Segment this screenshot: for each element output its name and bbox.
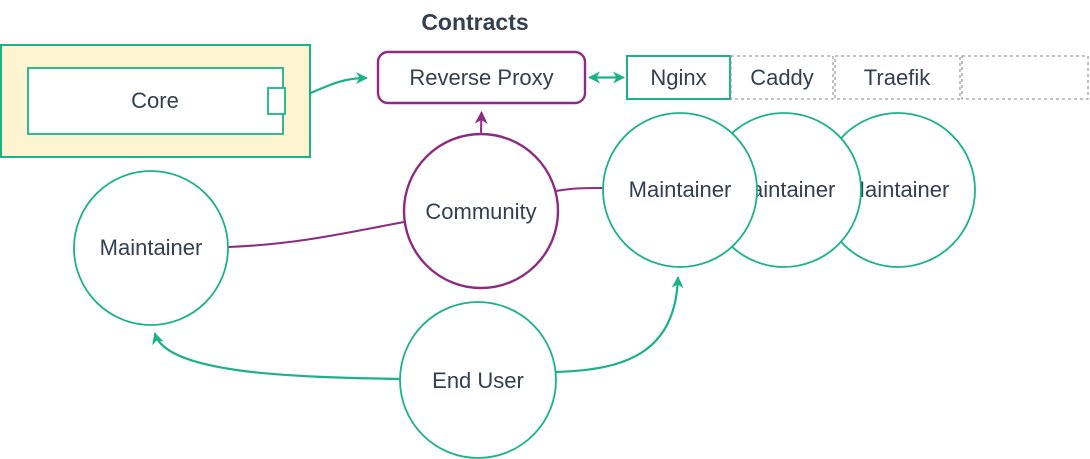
community-label: Community bbox=[425, 199, 536, 224]
maintainer-left-label: Maintainer bbox=[100, 235, 203, 260]
core-label: Core bbox=[131, 88, 179, 113]
community-group: Community bbox=[402, 132, 560, 290]
edge-community-maintainer-right bbox=[555, 187, 603, 192]
proxy-label-caddy: Caddy bbox=[750, 65, 814, 90]
proxy-label-nginx: Nginx bbox=[650, 65, 706, 90]
proxy-cell-traefik bbox=[834, 55, 961, 100]
maintainer-right-3-label: Maintainer bbox=[847, 177, 950, 202]
reverse-proxy-node bbox=[376, 50, 587, 105]
maintainer-right-1-label: Maintainer bbox=[629, 177, 732, 202]
proxy-cell-empty bbox=[961, 55, 1089, 100]
maintainer-left-node bbox=[73, 170, 229, 326]
core-node bbox=[27, 67, 284, 135]
end-user-node bbox=[399, 301, 557, 459]
proxy-cell-nginx bbox=[626, 55, 731, 100]
core-group: Core bbox=[0, 44, 311, 158]
edge-enduser-to-maintainer-right bbox=[554, 276, 684, 374]
maintainers-right-group: Maintainer Maintainer Maintainer bbox=[602, 112, 976, 268]
proxy-label-traefik: Traefik bbox=[864, 65, 931, 90]
maintainer-right-1-node bbox=[602, 112, 758, 268]
reverse-proxy-group: Reverse Proxy bbox=[376, 50, 587, 105]
proxy-cell-caddy bbox=[730, 55, 834, 100]
maintainer-left-group: Maintainer bbox=[73, 170, 229, 326]
core-port bbox=[267, 87, 286, 115]
reverse-proxy-label: Reverse Proxy bbox=[409, 65, 553, 90]
diagram-title: Contracts bbox=[421, 9, 528, 35]
edge-community-to-reverse-proxy bbox=[474, 110, 488, 133]
edge-community-maintainer-left bbox=[228, 221, 405, 248]
end-user-group: End User bbox=[399, 301, 557, 459]
edge-enduser-to-maintainer-left bbox=[152, 332, 402, 381]
proxy-options-row: Nginx Caddy Traefik bbox=[626, 55, 1089, 100]
community-node bbox=[402, 132, 560, 290]
end-user-label: End User bbox=[432, 368, 524, 393]
